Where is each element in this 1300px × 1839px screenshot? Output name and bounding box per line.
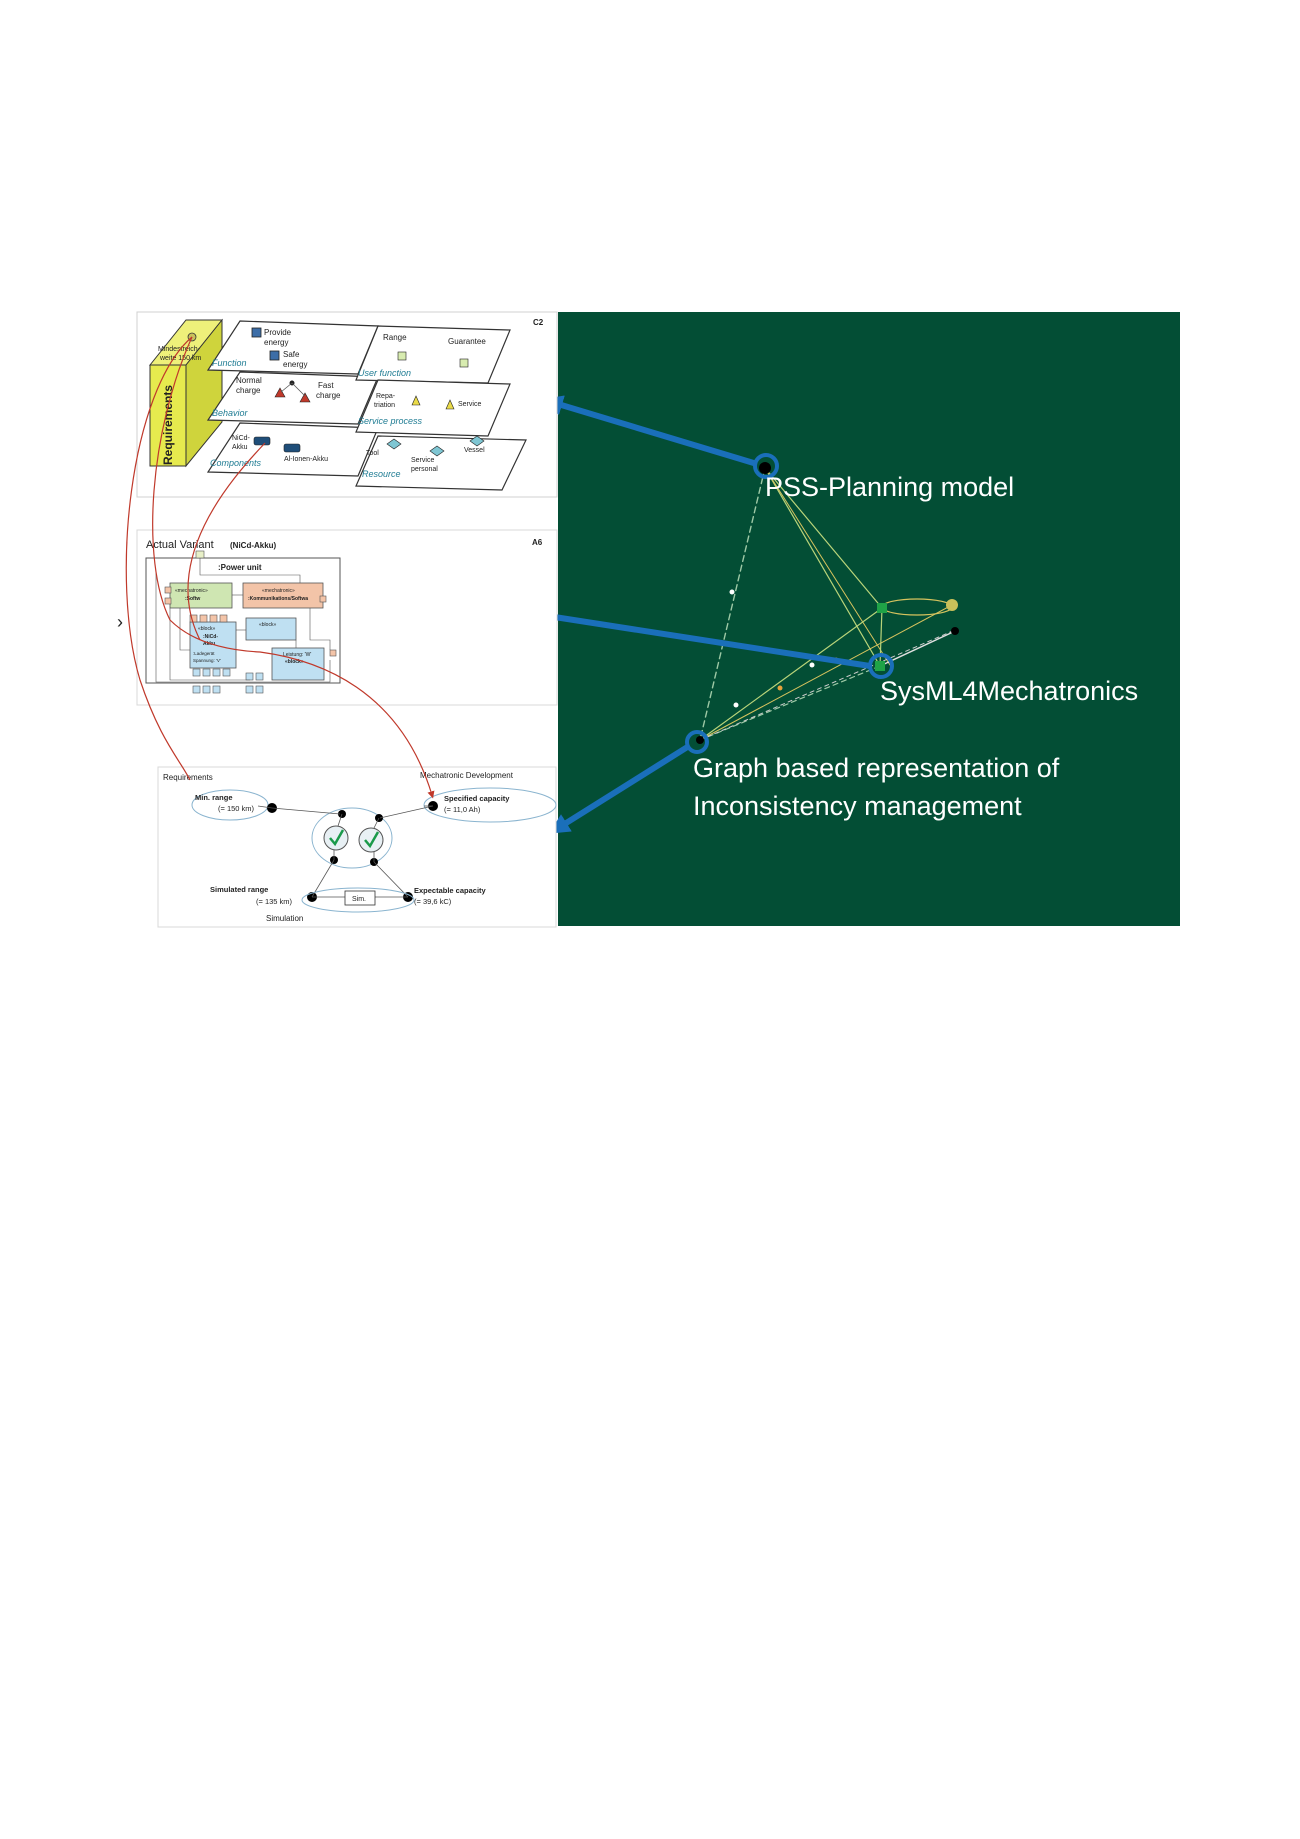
panel-c2: C2 Requirements Mindestreich- weite 150 … bbox=[136, 311, 558, 498]
user-function-item-1: Range bbox=[383, 333, 407, 342]
sim-box-label: Sim. bbox=[352, 896, 366, 903]
bottom-mechatronic-label: Mechatronic Development bbox=[420, 771, 514, 780]
block-3-attr-1: :Ladegerät bbox=[193, 651, 215, 656]
layer-resource: Resource bbox=[362, 469, 401, 479]
function-item-3: Safe bbox=[283, 350, 300, 359]
a6-title: Actual Variant bbox=[146, 539, 214, 551]
sysml-label: SysML4Mechatronics bbox=[880, 676, 1138, 706]
simulation-label: Simulation bbox=[266, 914, 303, 923]
function-item-2: energy bbox=[264, 338, 288, 347]
resource-item-4: Vessel bbox=[464, 447, 485, 454]
behavior-item-3: Fast bbox=[318, 381, 334, 390]
plane-behavior bbox=[206, 371, 379, 425]
sim-range-label: Simulated range bbox=[210, 885, 268, 894]
arrow-graph bbox=[549, 743, 691, 834]
layer-function: Function bbox=[212, 358, 247, 368]
plane-service-process bbox=[355, 379, 511, 437]
block-4-stereo: «block» bbox=[259, 622, 276, 628]
block-2-name: :Kommunikations/Softwa bbox=[248, 596, 308, 602]
block-1-name: :Softw bbox=[185, 596, 200, 602]
graph-label-line2: Inconsistency management bbox=[693, 791, 1022, 821]
panel-a6: Actual Variant (NiCd-Akku) A6 :Power uni… bbox=[136, 529, 558, 706]
graph-label-line1: Graph based representation of bbox=[693, 753, 1060, 783]
min-range-label: Min. range bbox=[195, 793, 233, 802]
pss-label: PSS-Planning model bbox=[765, 472, 1014, 502]
spec-capacity-value: (= 11,0 Ah) bbox=[444, 805, 481, 814]
panel-bottom: Requirements Mechatronic Development Min… bbox=[157, 766, 557, 928]
graph-panel bbox=[558, 312, 1180, 926]
function-item-4: energy bbox=[283, 360, 307, 369]
block-3-stereo: «block» bbox=[198, 626, 215, 632]
requirements-label: Requirements bbox=[161, 385, 175, 465]
resource-item-3: personal bbox=[411, 466, 438, 473]
min-range-value: (= 150 km) bbox=[218, 804, 255, 813]
a6-title-sub: (NiCd-Akku) bbox=[230, 541, 277, 550]
exp-capacity-label: Expectable capacity bbox=[414, 886, 487, 895]
behavior-item-4: charge bbox=[316, 391, 341, 400]
service-process-item-1: Repa- bbox=[376, 393, 396, 400]
service-process-item-3: Service bbox=[458, 401, 481, 408]
layer-user-function: User function bbox=[358, 368, 411, 378]
arrow-sysml bbox=[531, 606, 871, 669]
a6-tag: A6 bbox=[532, 538, 543, 547]
c2-tag: C2 bbox=[533, 318, 544, 327]
spec-capacity-label: Specified capacity bbox=[444, 794, 510, 803]
block-1-stereo: «mechatronic» bbox=[175, 588, 208, 594]
trace-links bbox=[125, 336, 435, 799]
exp-capacity-value: (= 39,6 kC) bbox=[414, 897, 452, 906]
layer-service-process: Service process bbox=[358, 416, 423, 426]
function-item-1: Provide bbox=[264, 328, 292, 337]
power-unit-label: :Power unit bbox=[218, 563, 262, 572]
graph-edges bbox=[699, 467, 956, 741]
resource-item-2: Service bbox=[411, 457, 434, 464]
req-note-2: weite 150 km bbox=[159, 355, 201, 362]
components-item-3: Al-Ionen-Akku bbox=[284, 456, 328, 463]
layer-components: Components bbox=[210, 458, 262, 468]
behavior-item-1: Normal bbox=[236, 376, 262, 385]
bottom-requirements-label: Requirements bbox=[163, 773, 213, 782]
plane-resource bbox=[355, 435, 527, 491]
behavior-item-2: charge bbox=[236, 386, 261, 395]
block-3-name-2: Akku bbox=[203, 641, 215, 647]
components-item-2: Akku bbox=[232, 444, 248, 451]
service-process-item-2: triation bbox=[374, 402, 395, 409]
block-5-stereo: Leistung: 'W' bbox=[283, 652, 311, 658]
sim-range-value: (= 135 km) bbox=[256, 897, 293, 906]
layer-behavior: Behavior bbox=[212, 408, 249, 418]
edge-chevron-icon: › bbox=[117, 612, 123, 632]
resource-item-1: Tool bbox=[366, 450, 379, 457]
user-function-item-2: Guarantee bbox=[448, 337, 486, 346]
block-5-name: «block» bbox=[285, 659, 304, 665]
components-item-1: NiCd- bbox=[232, 435, 251, 442]
block-3-name: :NiCd- bbox=[203, 634, 218, 640]
graph-ring bbox=[685, 730, 709, 754]
block-3-attr-2: Spannung: 'V' bbox=[193, 658, 221, 663]
arrow-pss bbox=[542, 395, 758, 467]
block-2-stereo: «mechatronic» bbox=[262, 588, 295, 594]
